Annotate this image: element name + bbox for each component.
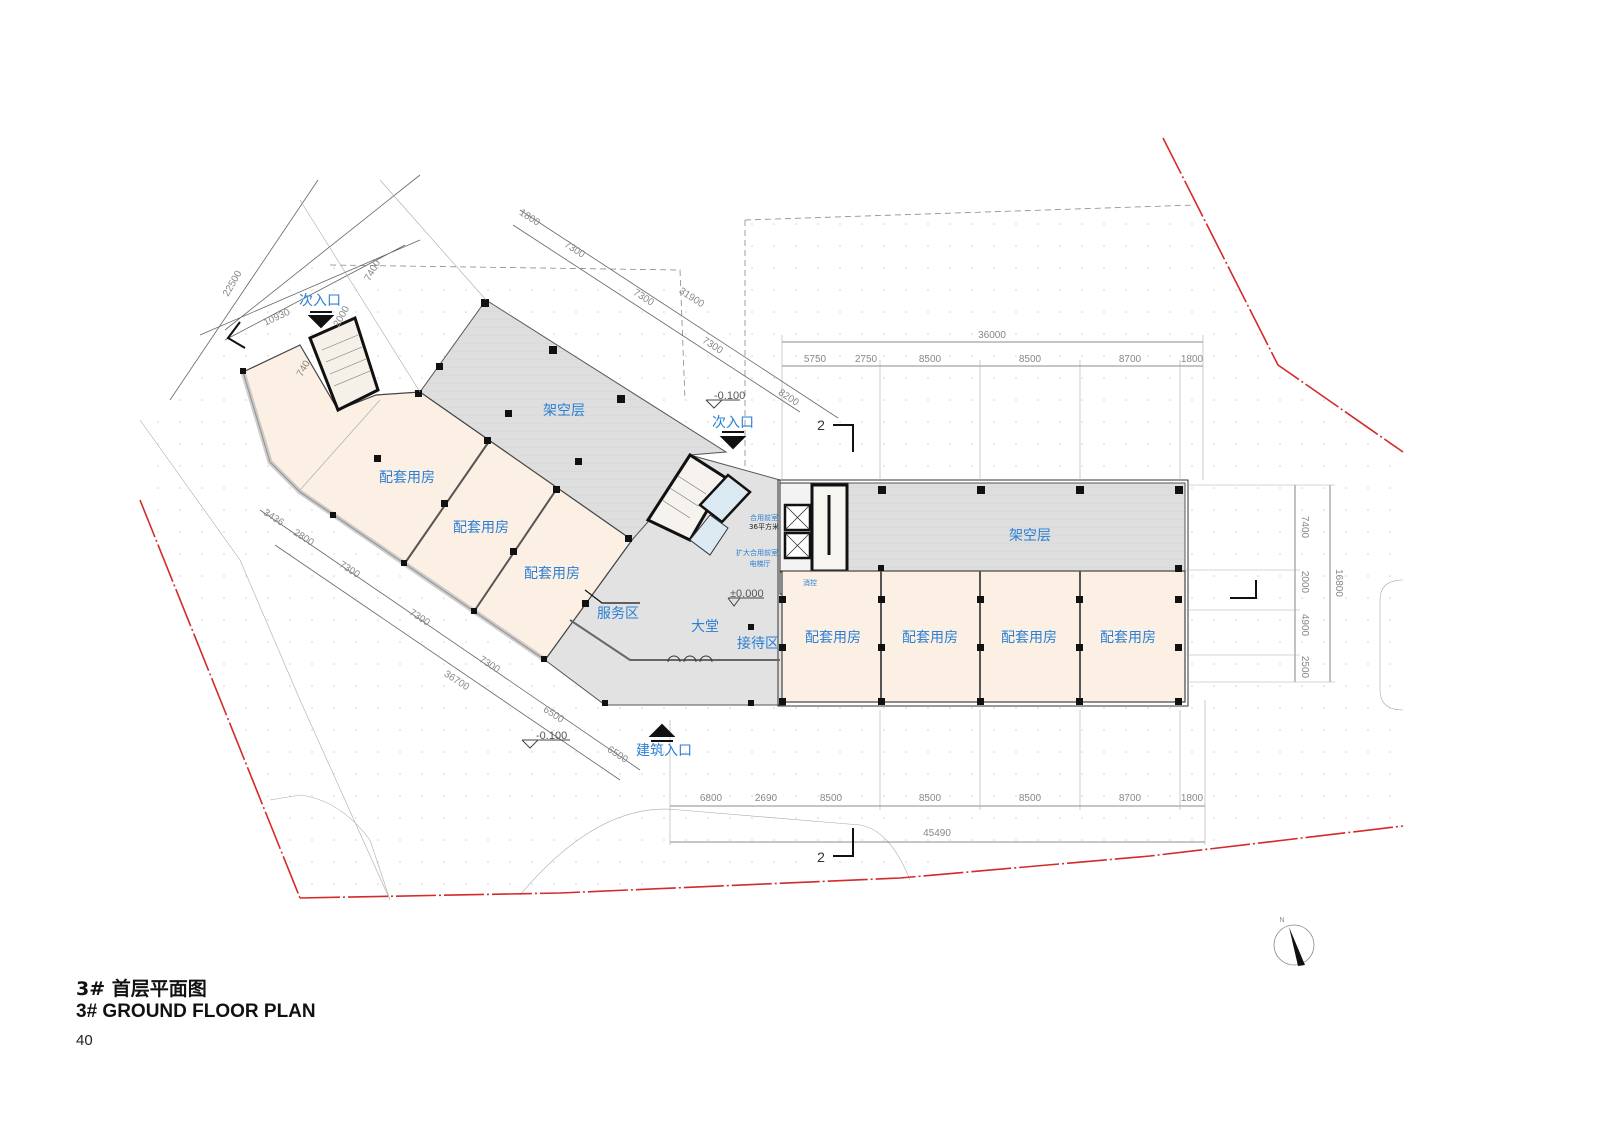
section-mark-bottom: 2	[817, 828, 854, 865]
drawing-title-chinese: 3# 首层平面图	[76, 978, 207, 1000]
dim: 1800	[1181, 354, 1204, 365]
building-footprint	[240, 299, 1189, 707]
dim: 8500	[1019, 354, 1042, 365]
svg-text:-0.100: -0.100	[536, 730, 567, 742]
dim-total: 16800	[1333, 569, 1344, 597]
section-mark-top: 2	[817, 417, 854, 452]
dim-total: 45490	[923, 828, 951, 839]
label-secondary-entrance: 次入口	[712, 415, 754, 431]
dim: 8500	[919, 354, 942, 365]
dim: 1800	[517, 207, 542, 229]
label-room: 配套用房	[453, 520, 509, 536]
label-room: 配套用房	[902, 630, 958, 646]
svg-text:-0.100: -0.100	[714, 390, 745, 402]
site-boundary	[139, 137, 1404, 899]
dim: 1800	[1181, 793, 1204, 804]
elevation-mark: ±0.000	[727, 588, 764, 607]
svg-text:±0.000: ±0.000	[730, 588, 764, 600]
dim: 7400	[1299, 516, 1310, 539]
entrance-arrow-icon	[307, 311, 335, 329]
dim: 5750	[804, 354, 827, 365]
drawing-title-english: 3# GROUND FLOOR PLAN	[76, 1001, 316, 1022]
dim: 8500	[919, 793, 942, 804]
dim: 4900	[1299, 614, 1310, 637]
label-secondary-entrance: 次入口	[299, 293, 341, 309]
dim: 8700	[1119, 354, 1142, 365]
dim: 7300	[562, 239, 587, 261]
label-anteroom-area: 36平方米	[749, 522, 779, 531]
label-room: 配套用房	[1100, 630, 1156, 646]
page-number: 40	[76, 1032, 93, 1049]
north-arrow-icon: N	[1273, 917, 1315, 966]
dim-total: 36000	[978, 330, 1006, 341]
entrance-arrow-icon	[648, 723, 676, 742]
label-elevator-hall: 电梯厅	[750, 559, 771, 568]
label-room: 配套用房	[805, 630, 861, 646]
entrance-arrow-icon	[719, 431, 747, 450]
dim: 8500	[1019, 793, 1042, 804]
label-room: 配套用房	[1001, 630, 1057, 646]
label-room: 配套用房	[524, 566, 580, 582]
dim: 2690	[755, 793, 778, 804]
label-reception: 接待区	[737, 635, 779, 652]
open-floor-right	[847, 482, 1186, 572]
label-shared-anteroom: 合用前室	[750, 513, 778, 522]
svg-text:2: 2	[817, 849, 825, 865]
elevation-mark: -0.100	[521, 730, 570, 749]
label-service-area: 服务区	[597, 606, 639, 622]
structural-columns	[240, 299, 1183, 706]
dim: 2500	[1299, 656, 1310, 679]
dim: 2750	[855, 354, 878, 365]
dim: 2000	[1299, 571, 1310, 594]
dimension-lines	[169, 174, 1335, 845]
label-expanded-anteroom: 扩大合用前室	[736, 548, 778, 557]
label-lobby: 大堂	[691, 619, 719, 635]
rooms-right-wing	[781, 570, 1186, 703]
section-mark-left	[226, 321, 246, 349]
dim: 6800	[700, 793, 723, 804]
elevation-mark: -0.100	[705, 390, 745, 409]
dim: 8500	[820, 793, 843, 804]
svg-text:N: N	[1279, 917, 1284, 924]
label-open-floor: 架空层	[543, 403, 585, 419]
dim: 8700	[1119, 793, 1142, 804]
label-open-floor: 架空层	[1009, 528, 1051, 544]
label-room: 配套用房	[379, 470, 435, 486]
label-fire-control: 消控	[803, 578, 817, 587]
label-main-entrance: 建筑入口	[636, 743, 692, 759]
section-mark-right	[1230, 580, 1257, 599]
svg-text:2: 2	[817, 417, 825, 433]
